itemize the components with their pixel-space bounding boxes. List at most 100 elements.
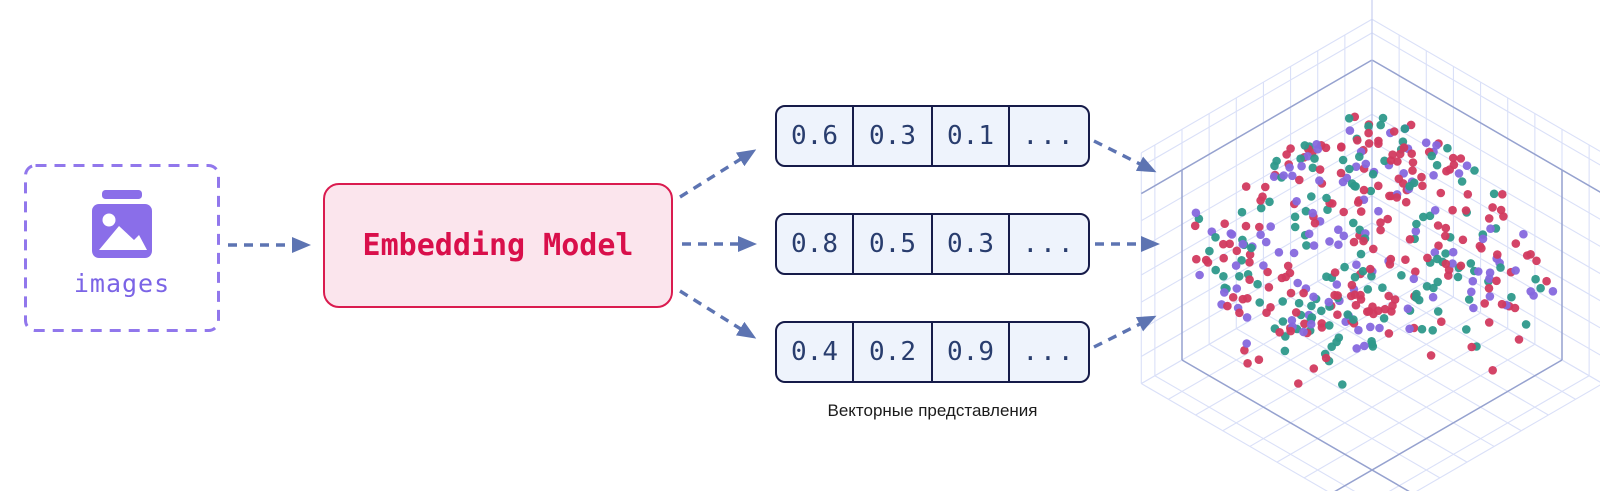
- scatter-point: [1378, 283, 1387, 293]
- scatter-point: [1395, 149, 1405, 159]
- scatter-point: [1317, 179, 1327, 188]
- scatter-point: [1309, 241, 1319, 250]
- scatter-point: [1529, 291, 1538, 300]
- grid-line: [1141, 18, 1373, 154]
- scatter-point: [1352, 344, 1361, 353]
- scatter-point: [1269, 172, 1279, 181]
- grid-line: [1263, 312, 1495, 447]
- images-box: images: [24, 164, 220, 332]
- grid-line: [1334, 359, 1563, 491]
- scatter-point: [1297, 161, 1306, 171]
- grid-line: [1371, 168, 1600, 302]
- scatter-point: [1290, 222, 1300, 232]
- scatter-point: [1341, 317, 1350, 327]
- scatter-point: [1317, 306, 1326, 316]
- scatter-point: [1397, 271, 1406, 280]
- scatter-point: [1312, 140, 1321, 149]
- scatter-point: [1462, 161, 1472, 170]
- scatter-point: [1305, 142, 1314, 151]
- scatter-point: [1240, 346, 1249, 355]
- scatter-point: [1296, 154, 1305, 163]
- scatter-point: [1232, 246, 1242, 256]
- scatter-point: [1299, 153, 1309, 162]
- vector-cell: 0.5: [854, 215, 933, 273]
- grid-line: [1371, 222, 1600, 356]
- scatter-point: [1484, 284, 1494, 293]
- scatter-point: [1448, 247, 1458, 257]
- scatter-point: [1333, 291, 1342, 300]
- scatter-point: [1384, 291, 1393, 301]
- scatter-point: [1398, 179, 1408, 188]
- scatter-point: [1422, 282, 1432, 291]
- scatter-point: [1325, 321, 1334, 330]
- grid-line: [1290, 296, 1522, 432]
- grid-line: [1141, 222, 1373, 357]
- scatter-point: [1332, 337, 1341, 347]
- scatter-point: [1277, 173, 1286, 182]
- scatter-point: [1486, 224, 1495, 233]
- scatter-point: [1449, 160, 1459, 170]
- scatter-point: [1511, 266, 1520, 275]
- scatter-point: [1239, 240, 1249, 250]
- scatter-point: [1444, 271, 1453, 280]
- scatter-point: [1288, 322, 1297, 331]
- scatter-point: [1286, 323, 1295, 333]
- scatter-point: [1463, 190, 1473, 199]
- arrow-vector-3-to-space: [1093, 315, 1157, 349]
- grid-line: [1236, 328, 1468, 463]
- scatter-point: [1393, 157, 1402, 166]
- scatter-point: [1385, 191, 1394, 201]
- scatter-point: [1345, 164, 1354, 174]
- scatter-point: [1338, 177, 1348, 187]
- scatter-point: [1266, 303, 1275, 312]
- scatter-point: [1279, 171, 1288, 180]
- scatter-point: [1226, 229, 1236, 238]
- scatter-point: [1223, 301, 1232, 311]
- scatter-point: [1364, 128, 1373, 138]
- grid-line: [1141, 168, 1373, 303]
- grid-line: [1388, 375, 1590, 491]
- scatter-point: [1378, 113, 1388, 123]
- scatter-point: [1442, 166, 1451, 176]
- scatter-point: [1380, 156, 1389, 166]
- scatter-point: [1205, 246, 1214, 256]
- scatter-point: [1308, 148, 1317, 157]
- vector-cell: 0.6: [777, 107, 854, 165]
- scatter-point: [1304, 144, 1313, 154]
- scatter-point: [1519, 229, 1528, 239]
- scatter-point: [1403, 144, 1413, 153]
- scatter-point: [1470, 266, 1479, 276]
- scatter-point: [1247, 243, 1256, 253]
- scatter-point: [1321, 353, 1331, 363]
- scatter-point: [1384, 256, 1393, 266]
- vector-row-3: 0.4 0.2 0.9 ...: [775, 321, 1090, 383]
- scatter-point: [1351, 182, 1360, 191]
- scatter-point: [1421, 138, 1431, 147]
- scatter-point: [1291, 308, 1301, 317]
- scatter-point: [1256, 203, 1266, 213]
- scatter-point: [1379, 314, 1389, 323]
- scatter-point: [1245, 250, 1255, 259]
- scatter-point: [1374, 181, 1383, 191]
- scatter-point: [1376, 218, 1385, 227]
- scatter-point: [1266, 222, 1275, 231]
- scatter-point: [1432, 160, 1442, 170]
- scatter-point: [1307, 313, 1317, 322]
- scatter-point: [1409, 274, 1419, 284]
- scatter-point: [1242, 339, 1251, 348]
- scatter-point: [1414, 295, 1424, 305]
- scatter-point: [1349, 315, 1358, 324]
- scatter-point: [1425, 211, 1435, 221]
- scatter-point: [1467, 342, 1476, 352]
- scatter-point: [1347, 280, 1357, 290]
- scatter-point: [1356, 249, 1366, 259]
- scatter-point: [1363, 307, 1372, 317]
- scatter-point: [1496, 205, 1506, 215]
- scatter-point: [1349, 237, 1359, 247]
- scatter-point: [1326, 301, 1336, 311]
- scatter-point: [1256, 230, 1265, 239]
- scatter-point: [1368, 342, 1378, 351]
- vector-row-1: 0.6 0.3 0.1 ...: [775, 105, 1090, 167]
- scatter-point: [1294, 298, 1304, 308]
- embedding-model-box: Embedding Model: [323, 183, 673, 308]
